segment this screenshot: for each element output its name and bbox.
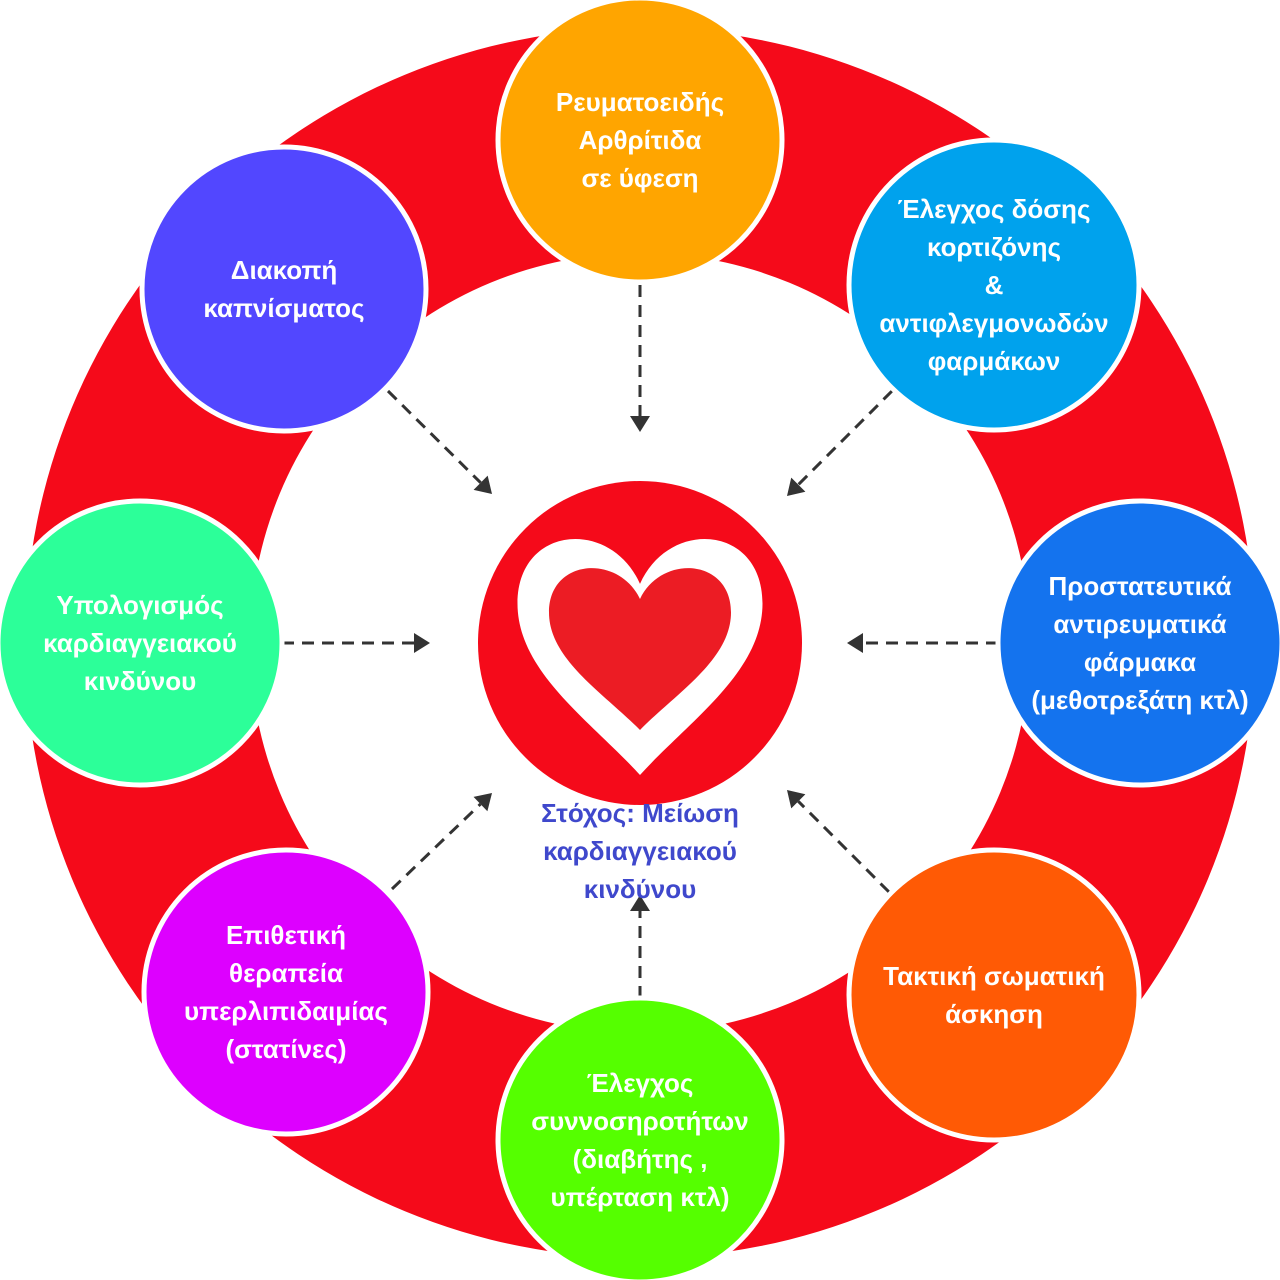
node-label-line: σε ύφεση xyxy=(581,163,698,193)
node-label: Προστατευτικά αντιρευματικά φάρμακα (μεθοτρ… xyxy=(1031,571,1248,715)
arrow-exercise xyxy=(787,790,891,894)
arrow-statins xyxy=(390,793,492,891)
node-dmards: Προστατευτικά αντιρευματικά φάρμακα (μεθοτρ… xyxy=(995,498,1280,788)
node-label-line: κινδύνου xyxy=(84,666,197,696)
node-smoking: Διακοπή καπνίσματος xyxy=(139,144,429,434)
arrows-group xyxy=(282,285,998,998)
node-label-line: Αρθρίτιδα xyxy=(579,125,702,155)
node-label-line: Προστατευτικά xyxy=(1049,571,1232,601)
node-circle xyxy=(846,137,1142,433)
node-label-line: (στατίνες) xyxy=(225,1034,346,1064)
node-label: Επιθετική θεραπεία υπερλιπιδαιμίας (στατίνε… xyxy=(184,920,388,1064)
node-circle xyxy=(141,847,431,1137)
arrow-head xyxy=(847,633,863,653)
node-label-line: (διαβήτης , xyxy=(573,1144,708,1174)
node-circle xyxy=(0,498,285,788)
node-label-line: φαρμάκων xyxy=(928,346,1061,376)
arrow-head xyxy=(473,793,492,812)
node-label-line: υπερλιπιδαιμίας xyxy=(184,996,388,1026)
arrow-comorbidities xyxy=(630,895,650,998)
arrow-head xyxy=(473,475,492,494)
node-steroid-control: Έλεγχος δόσης κορτιζόνης & αντιφλεγμονωδών φ… xyxy=(846,137,1142,433)
goal-label-line: κινδύνου xyxy=(584,874,697,904)
node-label-line: αντιρευματικά xyxy=(1053,609,1226,639)
node-circle xyxy=(139,144,429,434)
arrow-ra-remission xyxy=(630,285,650,432)
node-label-line: καρδιαγγειακού xyxy=(43,628,237,658)
arrow-risk-calc xyxy=(282,633,430,653)
node-label-line: Έλεγχος δόσης xyxy=(898,194,1091,224)
node-label-line: Έλεγχος xyxy=(587,1068,694,1098)
node-label-line: Διακοπή xyxy=(231,255,337,285)
node-circle xyxy=(495,995,785,1280)
node-circle xyxy=(846,847,1142,1143)
node-label-line: θεραπεία xyxy=(229,958,343,988)
node-label: Έλεγχος συννοσηροτήτων (διαβήτης , υπέρταση… xyxy=(531,1068,748,1212)
node-label: Τακτική σωματική άσκηση xyxy=(883,961,1105,1029)
arrow-steroid-control xyxy=(787,389,894,496)
node-label-line: Υπολογισμός xyxy=(56,590,223,620)
node-comorbidities: Έλεγχος συννοσηροτήτων (διαβήτης , υπέρταση… xyxy=(495,995,785,1280)
arrow-head xyxy=(630,895,650,911)
node-label-line: Επιθετική xyxy=(226,920,346,950)
node-statins: Επιθετική θεραπεία υπερλιπιδαιμίας (στατίνε… xyxy=(141,847,431,1137)
node-label-line: φάρμακα xyxy=(1084,647,1196,677)
node-circle xyxy=(995,498,1280,788)
goal-label-line: Στόχος: Μείωση xyxy=(541,798,739,828)
node-label-line: Τακτική σωματική xyxy=(883,961,1105,991)
arrow-head xyxy=(630,416,650,432)
node-label: Έλεγχος δόσης κορτιζόνης & αντιφλεγμονωδών φ… xyxy=(879,194,1108,376)
node-label-line: καπνίσματος xyxy=(203,293,364,323)
node-label-line: υπέρταση κτλ) xyxy=(550,1182,729,1212)
arrow-head xyxy=(787,790,806,809)
node-label: Υπολογισμός καρδιαγγειακού κινδύνου xyxy=(43,590,237,696)
heart-icon xyxy=(549,568,731,730)
node-label-line: συννοσηροτήτων xyxy=(531,1106,748,1136)
goal-label-line: καρδιαγγειακού xyxy=(543,836,737,866)
node-label-line: αντιφλεγμονωδών xyxy=(879,308,1108,338)
node-label-line: Ρευματοειδής xyxy=(556,87,724,117)
node-label-line: κορτιζόνης xyxy=(927,232,1061,262)
node-risk-calc: Υπολογισμός καρδιαγγειακού κινδύνου xyxy=(0,498,285,788)
arrow-dmards xyxy=(847,633,998,653)
node-label: Διακοπή καπνίσματος xyxy=(203,255,364,323)
goal-label: Στόχος: Μείωση καρδιαγγειακού κινδύνου xyxy=(541,798,739,904)
node-label-line: & xyxy=(985,270,1004,300)
node-exercise: Τακτική σωματική άσκηση xyxy=(846,847,1142,1143)
node-circle xyxy=(495,0,785,285)
arrow-smoking xyxy=(386,389,492,494)
node-label-line: άσκηση xyxy=(945,999,1043,1029)
node-label-line: (μεθοτρεξάτη κτλ) xyxy=(1031,685,1248,715)
arrow-head xyxy=(414,633,430,653)
arrow-head xyxy=(787,477,806,496)
